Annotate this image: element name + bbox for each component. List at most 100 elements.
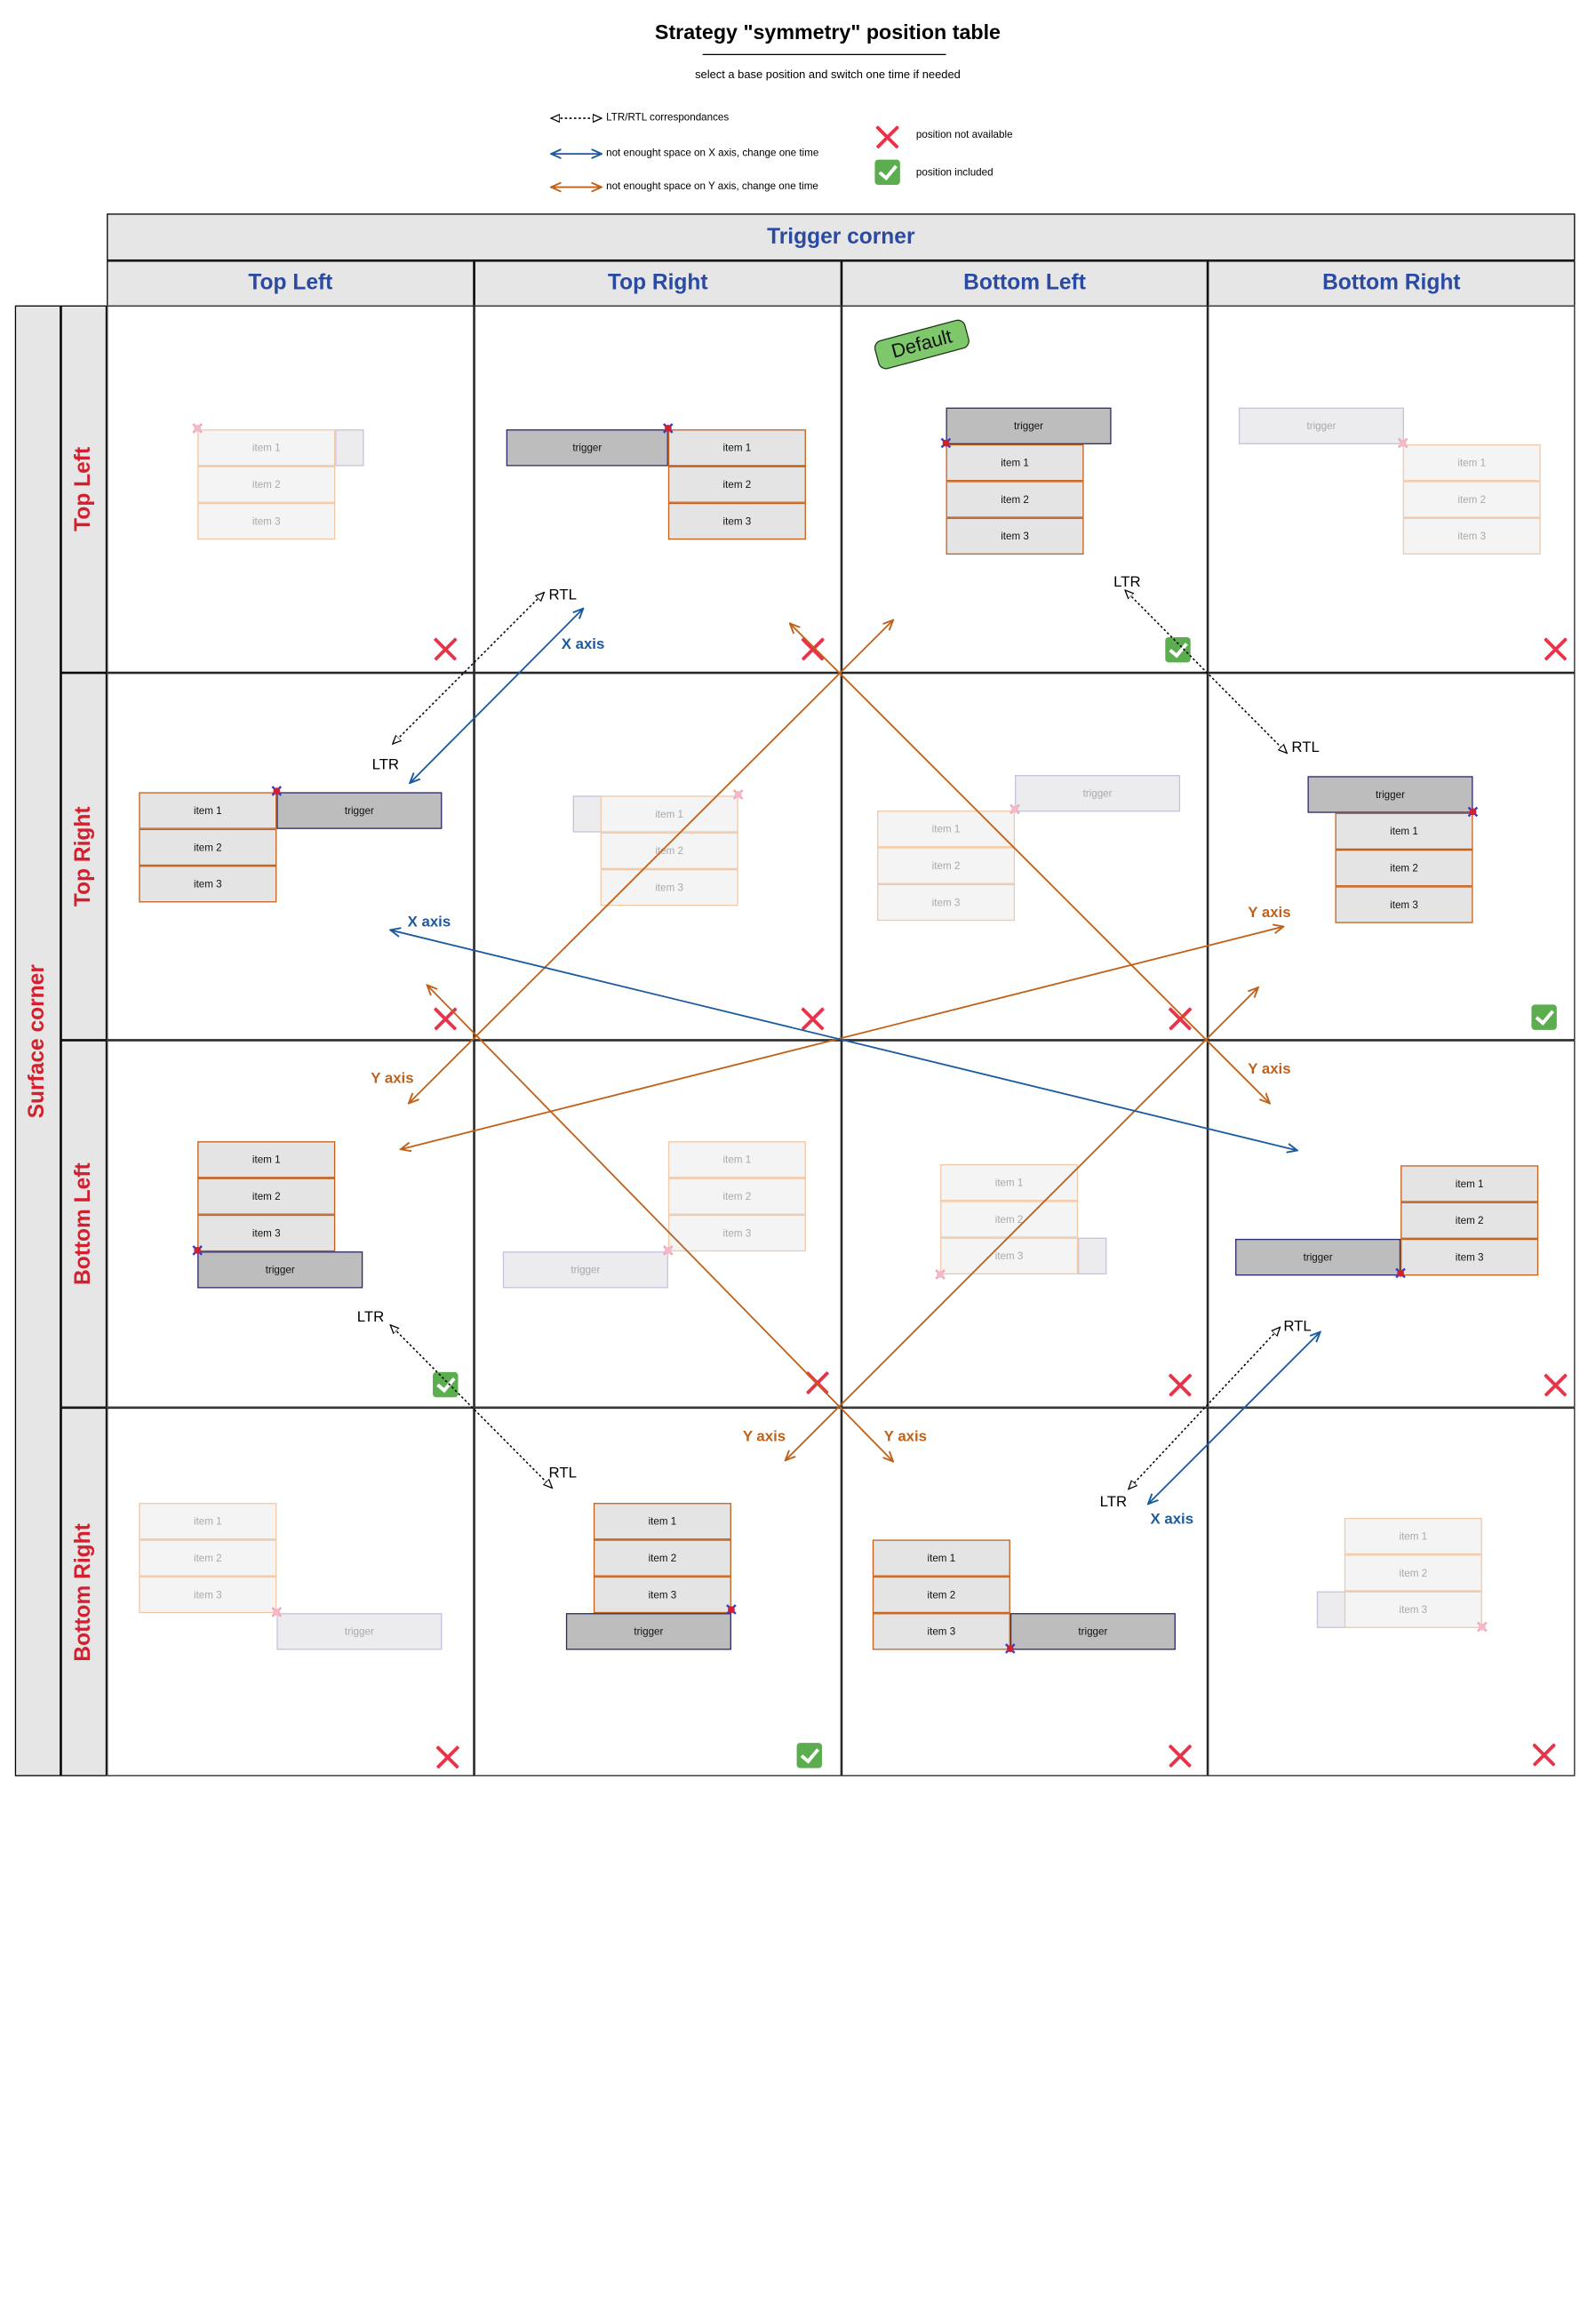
menu-item: item 2	[946, 481, 1084, 518]
cross-icon	[1543, 636, 1568, 661]
anchor-point-icon: ✕	[269, 1602, 283, 1622]
menu-item: item 3	[600, 868, 738, 906]
column-header-label: Bottom Left	[963, 270, 1086, 296]
cross-icon	[1168, 1372, 1193, 1397]
anchor-point-icon: ✕	[1396, 434, 1410, 453]
check-icon	[433, 1371, 459, 1398]
column-header-label: Bottom Right	[1322, 270, 1461, 296]
menu-item: item 2	[667, 466, 806, 503]
anchor-point-icon: ✕	[661, 1241, 675, 1260]
cross-icon	[1531, 1742, 1556, 1767]
menu-item: item 2	[197, 466, 336, 503]
surface-corner-header: Surface corner	[14, 305, 61, 1777]
anchor-point-icon: ✕	[190, 1241, 204, 1260]
row-header-label: Bottom Left	[71, 1162, 96, 1286]
menu-item: item 2	[872, 1576, 1010, 1614]
anchor-point-icon: ✕	[724, 1600, 738, 1619]
menu-item: item 3	[1344, 1591, 1482, 1628]
menu-item: item 2	[139, 1539, 277, 1577]
menu-item: item 1	[1402, 443, 1541, 482]
legend-included: position included	[915, 166, 993, 179]
y-axis-label: Y axis	[371, 1068, 414, 1087]
y-axis-label: Y axis	[1248, 903, 1291, 922]
y-axis-label: Y axis	[883, 1426, 928, 1445]
column-header-top-left: Top Left	[107, 260, 475, 307]
menu-item: item 3	[197, 1214, 336, 1252]
menu-item: item 1	[139, 792, 277, 829]
menu-item: item 2	[600, 832, 738, 869]
menu-item: item 1	[197, 429, 336, 467]
row-header-label: Top Right	[71, 806, 96, 907]
trigger-box: trigger	[197, 1251, 363, 1289]
menu-item: item 1	[946, 443, 1084, 482]
row-header-top-left: Top Left	[60, 305, 108, 674]
menu-item: item 1	[593, 1503, 731, 1540]
check-icon	[1531, 1004, 1557, 1030]
x-axis-label: X axis	[1150, 1509, 1194, 1528]
menu-item: item 3	[1402, 517, 1541, 555]
trigger-box: trigger	[946, 407, 1112, 444]
menu-item: item 1	[197, 1141, 336, 1178]
menu-item: item 3	[593, 1576, 731, 1614]
menu-item: item 2	[1344, 1554, 1482, 1592]
anchor-point-icon: ✕	[731, 785, 746, 804]
column-header-bottom-right: Bottom Right	[1208, 260, 1576, 307]
menu-item: item 3	[139, 1576, 277, 1614]
row-header-top-right: Top Right	[60, 673, 108, 1041]
menu-item: item 1	[600, 795, 738, 833]
trigger-box: trigger	[506, 429, 668, 467]
menu-item: item 3	[946, 517, 1084, 555]
rtl-label: RTL	[1291, 738, 1320, 756]
cross-icon	[433, 636, 458, 661]
menu-item: item 3	[1335, 886, 1473, 923]
row-header-label: Bottom Right	[71, 1522, 96, 1661]
check-icon	[1165, 637, 1191, 663]
menu-item: item 1	[667, 429, 806, 467]
anchor-point-icon: ✕	[190, 419, 204, 438]
menu-item: item 3	[1400, 1238, 1539, 1276]
menu-item: item 1	[139, 1503, 277, 1540]
menu-item: item 1	[872, 1539, 1010, 1577]
legend-check-icon	[874, 159, 900, 185]
menu-item: item 2	[1402, 481, 1541, 518]
row-header-bottom-left: Bottom Left	[60, 1040, 108, 1408]
menu-item: item 2	[877, 847, 1016, 884]
column-header-label: Top Left	[248, 270, 333, 296]
anchor-point-icon: ✕	[933, 1265, 947, 1284]
anchor-point-icon: ✕	[1475, 1617, 1489, 1636]
column-header-label: Top Right	[607, 270, 708, 296]
trigger-box	[335, 429, 364, 467]
cross-icon	[1543, 1372, 1568, 1397]
cross-icon	[1168, 1743, 1193, 1768]
menu-item: item 1	[940, 1163, 1079, 1202]
ltr-label: LTR	[1099, 1492, 1128, 1510]
trigger-box: trigger	[276, 1613, 443, 1650]
menu-item: item 2	[940, 1201, 1079, 1238]
trigger-box: trigger	[1015, 775, 1181, 812]
page-title: Strategy "symmetry" position table	[654, 20, 1001, 44]
menu-item: item 3	[877, 883, 1016, 922]
trigger-box: trigger	[1307, 776, 1473, 813]
trigger-box	[1078, 1237, 1107, 1275]
column-header-bottom-left: Bottom Left	[841, 260, 1209, 307]
trigger-corner-label: Trigger corner	[767, 224, 915, 249]
menu-item: item 1	[667, 1141, 806, 1178]
y-axis-label: Y axis	[1248, 1059, 1291, 1077]
menu-item: item 3	[667, 502, 806, 540]
anchor-point-icon: ✕	[938, 434, 954, 453]
cross-icon	[800, 636, 825, 661]
x-axis-label: X axis	[407, 913, 451, 930]
cross-icon	[435, 1744, 460, 1769]
column-header-top-right: Top Right	[474, 260, 842, 307]
trigger-box	[1316, 1591, 1346, 1628]
ltr-label: LTR	[371, 755, 400, 773]
trigger-corner-header: Trigger corner	[107, 213, 1576, 261]
legend-x-axis: not enought space on X axis, change one …	[606, 147, 819, 159]
menu-item: item 3	[940, 1237, 1079, 1275]
menu-item: item 2	[1400, 1202, 1539, 1239]
anchor-point-icon: ✕	[1465, 803, 1480, 821]
trigger-box	[572, 795, 602, 833]
menu-item: item 3	[197, 502, 336, 540]
anchor-point-icon: ✕	[1008, 800, 1022, 819]
